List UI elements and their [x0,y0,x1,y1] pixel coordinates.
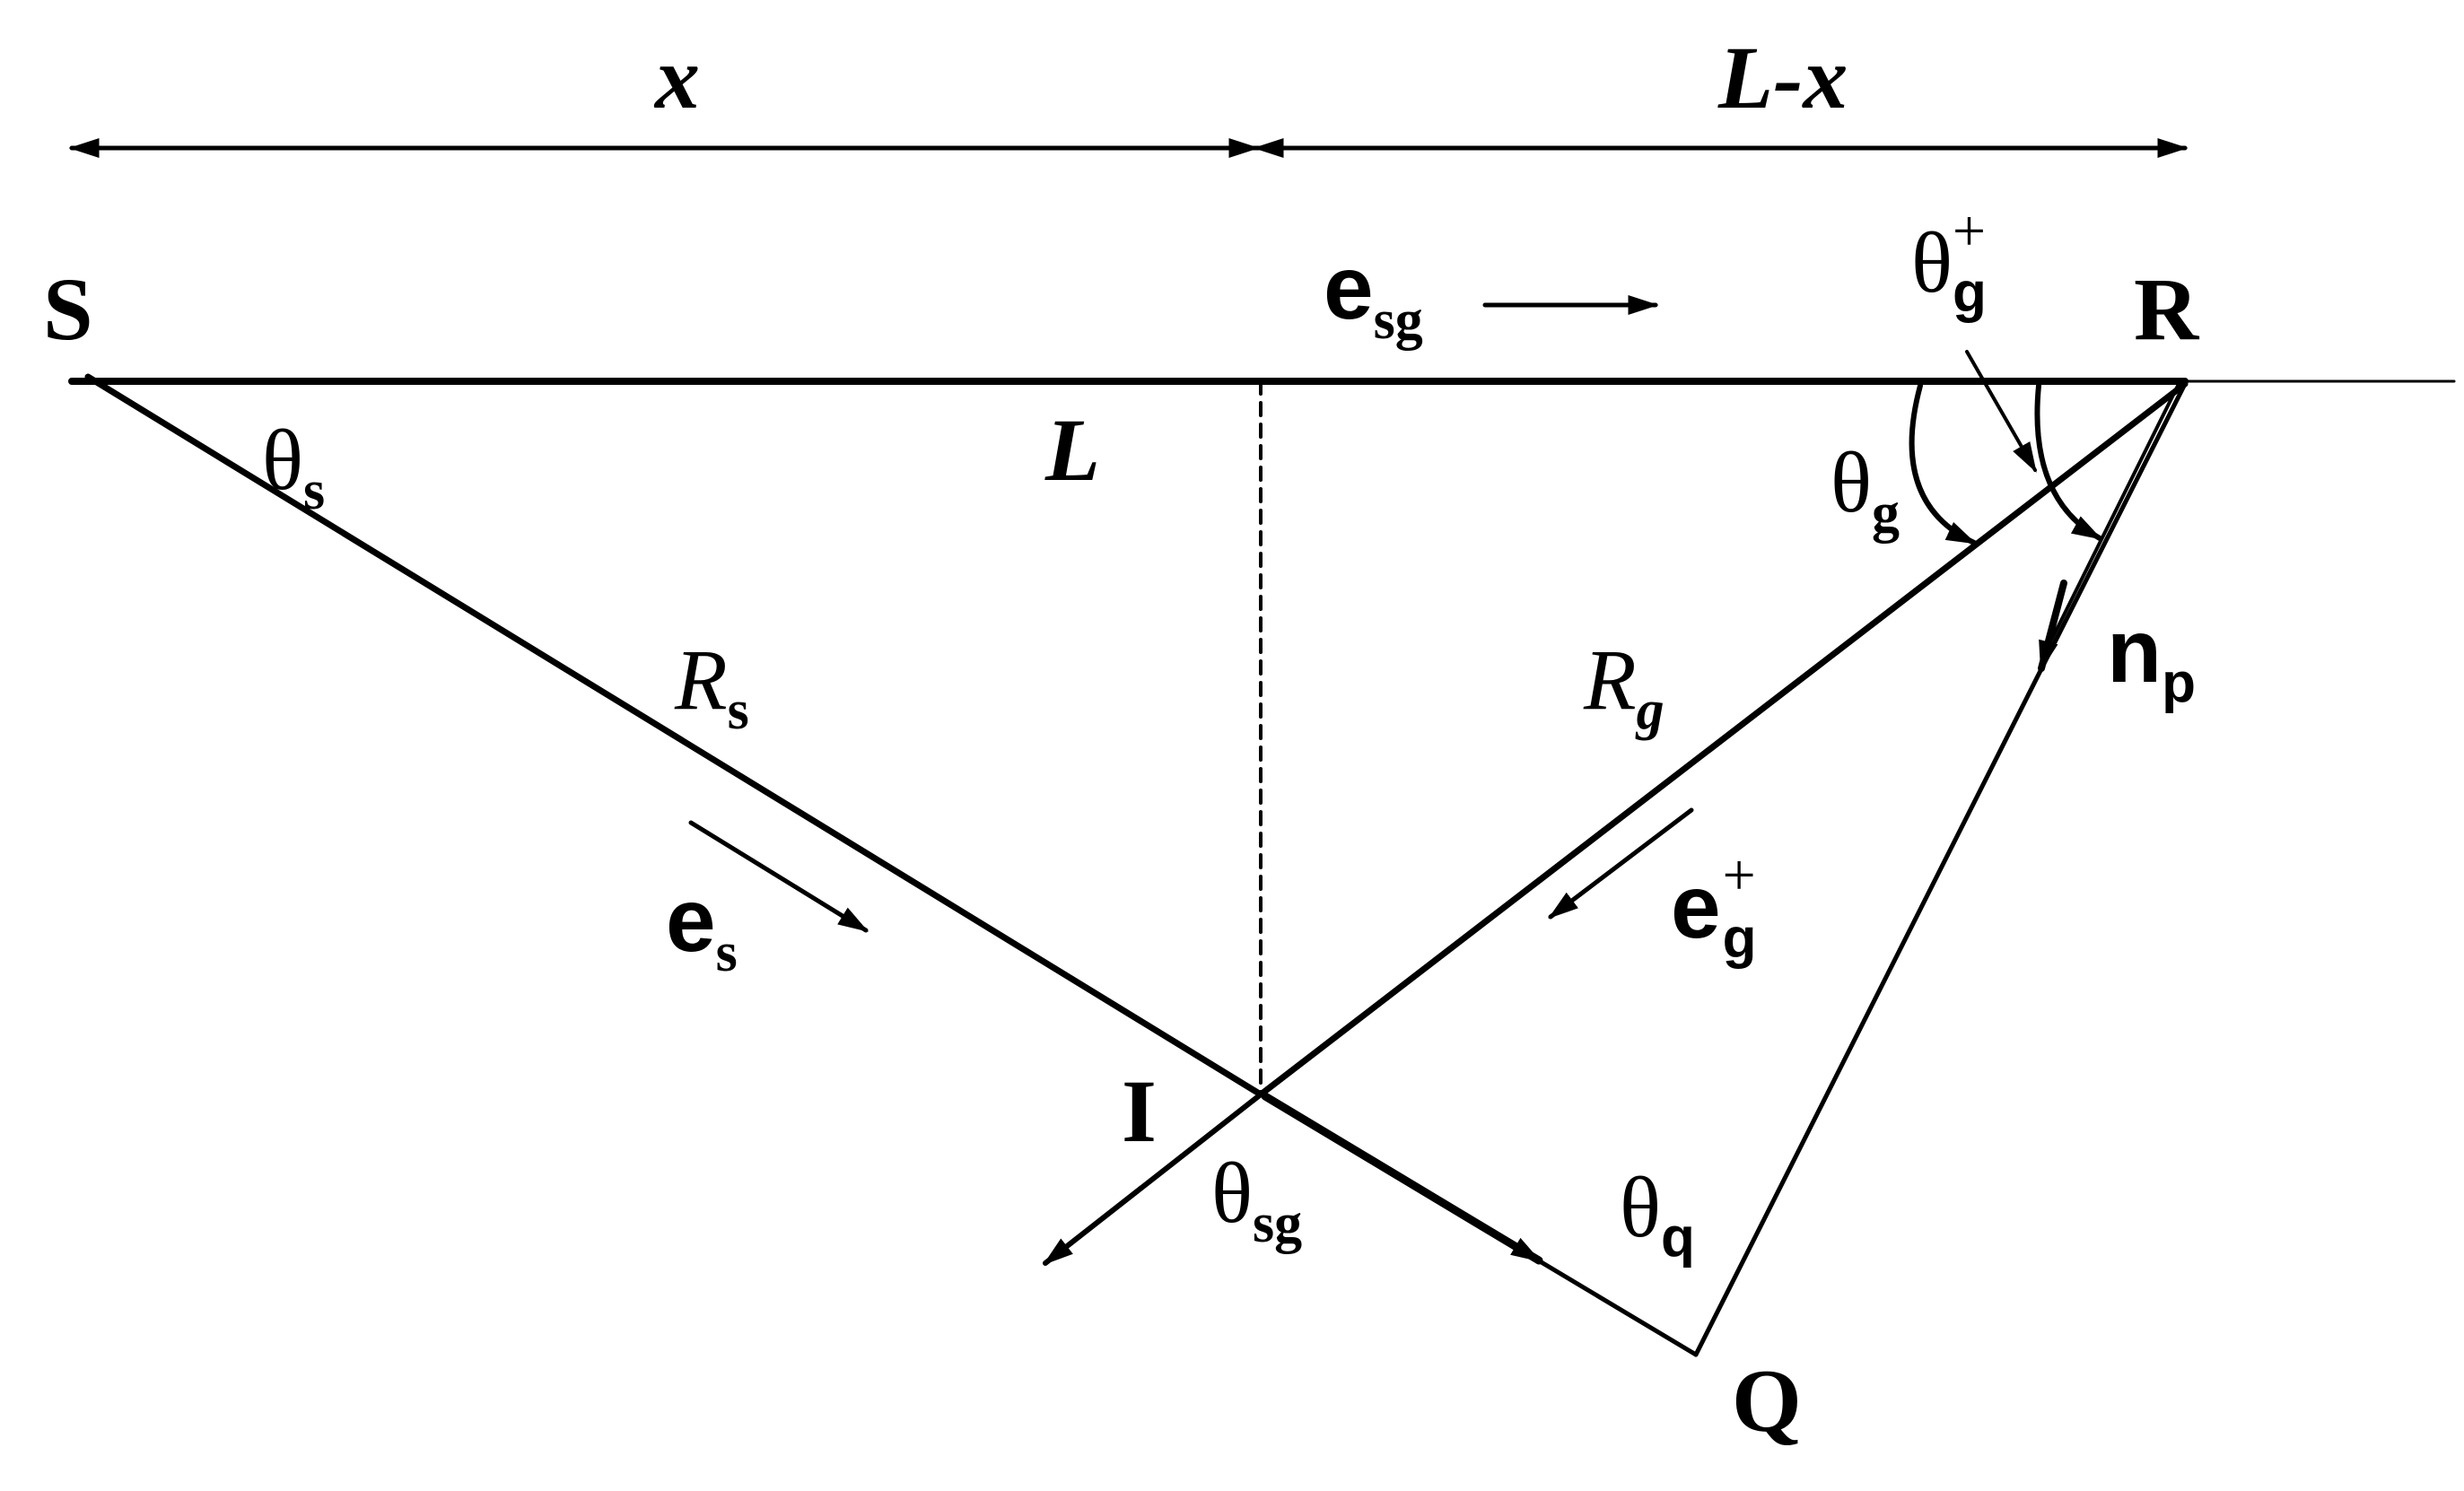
theta-q-sub: q [1661,1207,1695,1269]
vector-label-es: es [666,870,738,983]
ray-s-to-i [84,373,1264,1098]
theta-s-main: θ [262,412,303,508]
theta-sg-main: θ [1211,1145,1253,1241]
esg-main: e [1324,238,1374,338]
rs-sub: s [728,680,749,741]
theta-g-plus-main: θ [1911,214,1953,310]
theta-g-arc [1909,383,1978,545]
np-sub: p [2162,652,2196,714]
dimension-label-l-minus-x: L-x [1717,28,1848,127]
es-direction-arrow [688,820,869,933]
theta-g-main: θ [1831,434,1872,530]
theta-sg-sub: sg [1253,1193,1302,1254]
point-label-i: I [1122,1061,1157,1161]
eg-sub: g [1723,908,1757,970]
theta-s-sub: s [303,460,325,521]
angle-label-theta-s: θs [262,412,325,521]
rs-main: R [674,632,728,728]
np-main: n [2107,601,2162,702]
esg-sub: sg [1374,290,1423,351]
ray-r-to-q-inner [2047,384,2180,648]
angle-label-theta-g: θg [1831,434,1900,544]
ray-r-to-q [1693,381,2188,1357]
ray-i-direction-arrow [1261,1092,1543,1265]
segment-label-l: L [1044,400,1100,500]
normal-vector-arrow [2038,580,2067,672]
vector-label-np: np [2107,601,2196,714]
angle-label-theta-sg: θsg [1211,1145,1302,1254]
vector-label-eg-plus: eg+ [1671,842,1757,970]
ray-r-to-i [1257,380,2189,1098]
theta-g-plus-sub: g [1953,262,1987,324]
theta-q-main: θ [1620,1159,1661,1255]
point-label-s: S [43,259,93,359]
rg-main: R [1583,632,1637,728]
theta-g-plus-pointer [1965,350,2037,473]
eg-main: e [1671,857,1721,957]
es-sub: s [716,922,738,983]
segment-label-rg: Rg [1583,632,1665,741]
segment-label-rs: Rs [674,632,749,741]
angle-label-theta-g-plus: θg+ [1911,198,1987,324]
eg-direction-arrow [1548,807,1694,920]
theta-g-sub: g [1872,483,1900,544]
point-label-r: R [2134,259,2200,359]
es-main: e [666,870,716,971]
dimension-label-x: x [653,28,700,127]
point-label-q: Q [1732,1351,1802,1451]
theta-g-plus-sup: + [1953,198,1986,264]
eg-sup: + [1723,842,1756,908]
vector-label-esg: esg [1324,238,1423,351]
ray-i-extension-arrow [1043,1092,1263,1266]
rg-sub: g [1635,680,1665,741]
angle-label-theta-q: θq [1620,1159,1695,1269]
theta-g-plus-arc [2034,383,2102,541]
